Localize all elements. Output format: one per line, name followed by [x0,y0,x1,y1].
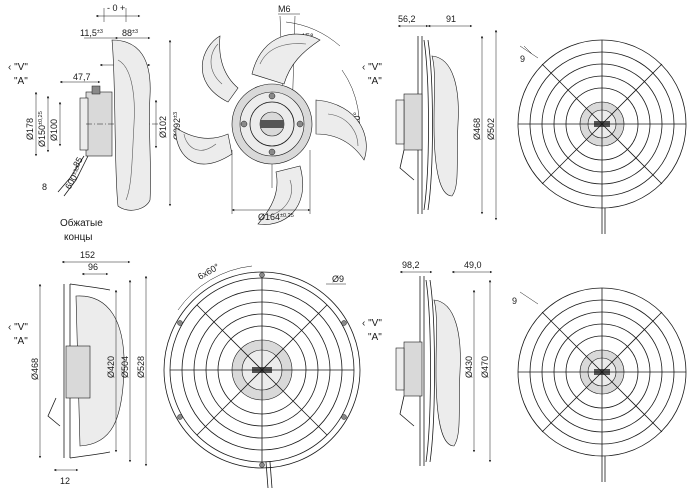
dim-96: 96 [88,262,98,272]
dim-m6: M6 [278,4,291,14]
fig4-front-view-guard [517,39,687,234]
fig5-side-view-large: 152 96 Ø468 Ø420 Ø504 Ø528 12 ‹ "V" "A" [8,250,148,486]
dim-d504: Ø504 [120,356,130,378]
dim-d102: Ø102 [158,116,168,138]
dim-12: 12 [60,476,70,486]
dim-tolerance-0plus: - 0 + [107,3,125,13]
label-v: ‹ "V" [8,322,28,333]
dim-47-7: 47,7 [73,72,91,82]
dim-angle-6x60: 6x60° [196,261,221,281]
dim-d150: Ø150±0,25 [37,111,47,147]
dim-98-2: 98,2 [402,260,420,270]
dim-9: 9 [520,54,525,64]
dim-d178: Ø178 [25,118,35,140]
fig6-front-view-housing [163,265,361,489]
fig3-side-view-guard: 56,2 91 Ø468 Ø502 ‹ "V" "A" [362,14,498,221]
dim-d430: Ø430 [464,356,474,378]
dim-88: 88±3 [122,28,138,38]
dim-91: 91 [446,14,456,24]
fig2-front-view-impeller: M6 45° 4x90° [175,4,367,225]
label-v: ‹ "V" [362,62,382,73]
label-a: "A" [368,76,382,87]
dim-d470: Ø470 [480,356,490,378]
dim-d100: Ø100 [49,119,59,141]
note-ends: концы [64,232,93,243]
dim-d9: Ø9 [332,274,344,284]
note-crimped: Обжатые [60,217,103,229]
dim-d502: Ø502 [486,118,496,140]
dim-9: 9 [512,296,517,306]
fig8-front-view-guard [517,287,687,482]
dim-152: 152 [80,250,95,260]
label-v: ‹ "V" [362,318,382,329]
fig1-side-view-impeller: - 0 + 11,5±3 88±3 145±1 47,7 Ø178 Ø150±0… [8,3,182,243]
dim-11-5: 11,5±3 [80,28,103,38]
dim-8: 8 [42,182,47,192]
dim-600: 600±30 [63,165,84,191]
dim-56-2: 56,2 [398,14,416,24]
label-v: ‹ "V" [8,62,28,73]
dim-d164: Ø164±0,25 [258,212,294,222]
dim-d420: Ø420 [106,356,116,378]
dim-49: 49,0 [464,260,482,270]
label-a: "A" [14,76,28,87]
dim-d468: Ø468 [30,358,40,380]
dim-d468: Ø468 [472,118,482,140]
fig7-side-view-guard: 98,2 49,0 Ø430 Ø470 ‹ "V" "A" [362,260,493,466]
dim-85: 85 [71,155,85,169]
label-a: "A" [368,332,382,343]
dim-d528: Ø528 [136,356,146,378]
label-a: "A" [14,336,28,347]
